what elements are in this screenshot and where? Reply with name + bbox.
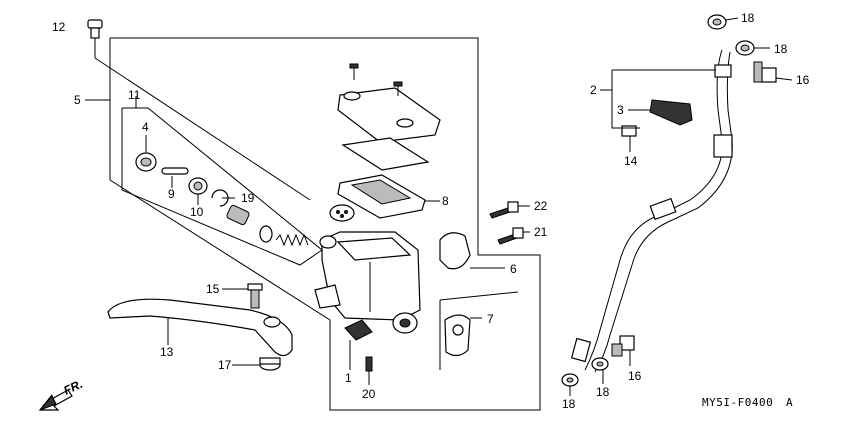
bolt-21 bbox=[497, 227, 530, 245]
diagram-code: MY5I-F0400 bbox=[702, 396, 773, 409]
bolt-16-top bbox=[753, 61, 777, 83]
brake-hose bbox=[570, 49, 733, 373]
master-cylinder-body bbox=[314, 231, 421, 334]
direction-label: FR. bbox=[61, 377, 84, 398]
nut-17 bbox=[232, 357, 281, 371]
callout-18-a: 18 bbox=[741, 11, 755, 25]
frame-piston-set bbox=[121, 107, 323, 266]
callout-22: 22 bbox=[534, 199, 548, 213]
callout-4: 4 bbox=[142, 120, 149, 134]
callout-2: 2 bbox=[590, 83, 597, 97]
fr-arrow-icon bbox=[38, 389, 73, 411]
callout-20: 20 bbox=[362, 387, 376, 401]
screw-12 bbox=[87, 19, 311, 201]
bolt-14 bbox=[621, 125, 637, 152]
clamp-3 bbox=[628, 99, 693, 126]
callout-11: 11 bbox=[128, 88, 141, 102]
callout-21: 21 bbox=[534, 225, 548, 239]
boot-4 bbox=[135, 135, 157, 172]
bolt-16-bottom bbox=[611, 335, 635, 366]
piston bbox=[226, 204, 273, 243]
holder-7 bbox=[439, 291, 519, 370]
callout-10: 10 bbox=[190, 205, 204, 219]
callout-13: 13 bbox=[160, 345, 174, 359]
callout-16-bottom: 16 bbox=[628, 369, 642, 383]
callout-6: 6 bbox=[510, 262, 517, 276]
callout-18-b: 18 bbox=[774, 42, 788, 56]
callout-12: 12 bbox=[52, 20, 66, 34]
washer-18-d bbox=[591, 357, 609, 384]
callout-14: 14 bbox=[624, 154, 638, 168]
callout-17: 17 bbox=[218, 358, 232, 372]
callout-9: 9 bbox=[168, 187, 175, 201]
callout-18-c: 18 bbox=[562, 397, 576, 411]
callout-3: 3 bbox=[617, 103, 624, 117]
pin-9 bbox=[161, 167, 189, 188]
callout-16-top: 16 bbox=[796, 73, 810, 87]
callout-18-d: 18 bbox=[596, 385, 610, 399]
callout-5: 5 bbox=[74, 93, 81, 107]
callout-1: 1 bbox=[345, 371, 352, 385]
washer-18-c bbox=[561, 373, 579, 396]
washer-18-b bbox=[735, 40, 755, 56]
holder-6 bbox=[439, 232, 505, 270]
diaphragm-plate bbox=[341, 137, 430, 171]
reservoir-cap bbox=[337, 63, 441, 143]
diagram-code-suffix: A bbox=[786, 396, 793, 409]
lever-13 bbox=[107, 298, 293, 357]
screw-20 bbox=[365, 356, 373, 385]
float-disc bbox=[329, 204, 355, 222]
callout-15: 15 bbox=[206, 282, 220, 296]
washer-18-a bbox=[707, 14, 727, 30]
clip-10 bbox=[188, 177, 208, 205]
frame-assembly-1 bbox=[109, 37, 541, 411]
callout-19: 19 bbox=[241, 191, 255, 205]
diaphragm-8 bbox=[337, 174, 440, 219]
bolt-22 bbox=[489, 201, 530, 219]
callout-8: 8 bbox=[442, 194, 449, 208]
bolt-15 bbox=[222, 283, 263, 309]
spring bbox=[275, 233, 309, 247]
circlip-19 bbox=[211, 189, 235, 207]
callout-7: 7 bbox=[487, 312, 494, 326]
switch-1 bbox=[344, 319, 373, 370]
